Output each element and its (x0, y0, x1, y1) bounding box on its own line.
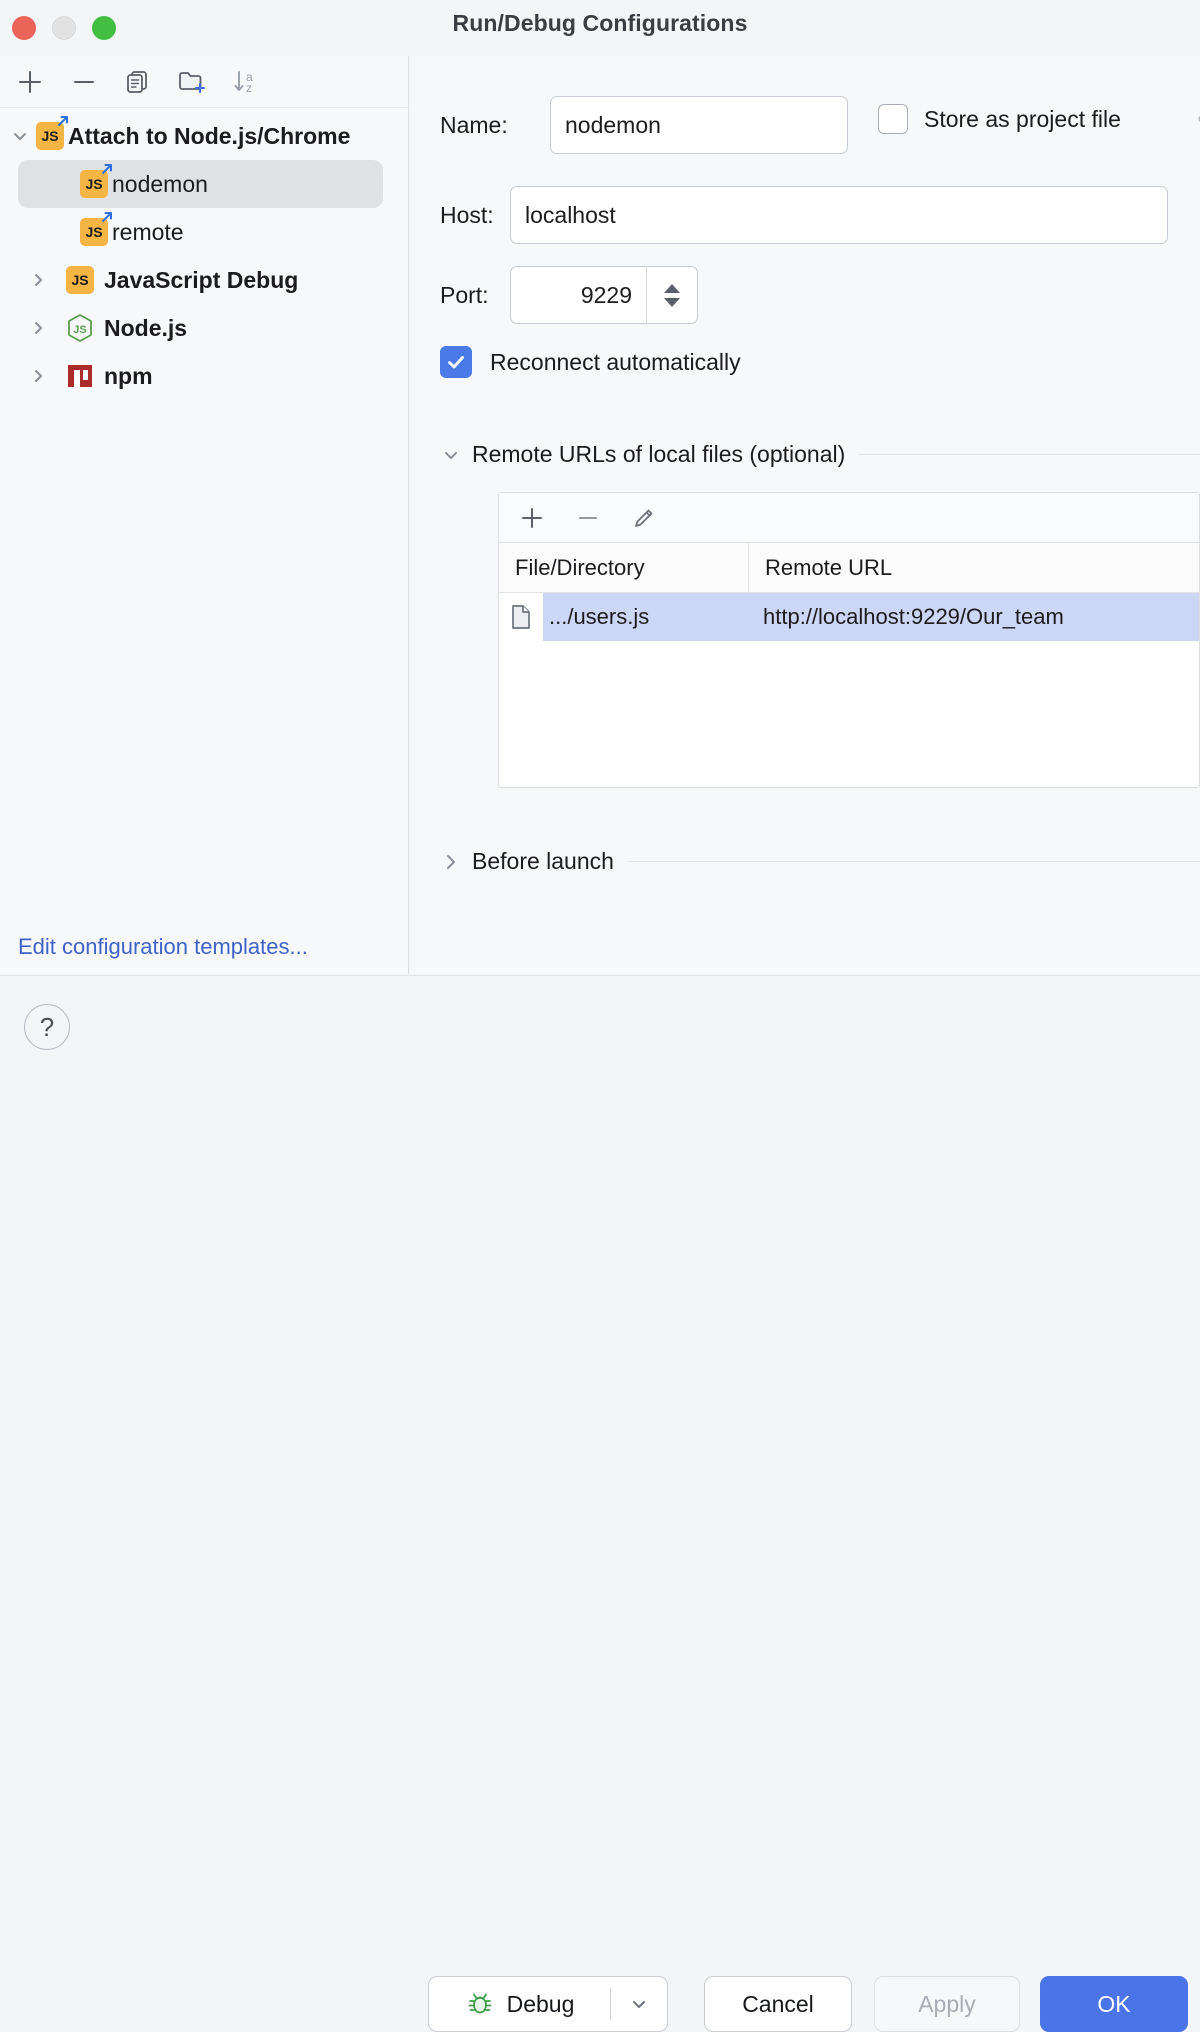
remote-urls-section-title: Remote URLs of local files (optional) (472, 441, 845, 468)
remote-urls-table: File/Directory Remote URL .../users.js h… (498, 492, 1200, 788)
table-header-row: File/Directory Remote URL (499, 543, 1199, 593)
tree-item-label: remote (112, 219, 184, 246)
remove-url-mapping-button[interactable] (571, 501, 605, 535)
section-divider (628, 861, 1200, 862)
tree-item-nodemon[interactable]: JS nodemon (18, 160, 383, 208)
port-stepper[interactable] (646, 266, 698, 324)
port-input[interactable] (510, 266, 646, 324)
host-field-row: Host: (440, 186, 1168, 244)
chevron-down-icon[interactable] (611, 1977, 667, 2031)
tree-item-nodejs[interactable]: JS Node.js (0, 304, 409, 352)
remote-arrow-icon (99, 161, 115, 180)
gear-icon[interactable] (1188, 104, 1200, 134)
remote-urls-section-header[interactable]: Remote URLs of local files (optional) (440, 441, 1200, 468)
sort-alphabetically-button[interactable]: a z (224, 62, 268, 102)
configurations-tree[interactable]: JS Attach to Node.js/Chrome JS nodemon J… (0, 112, 409, 400)
configurations-panel: a z JS Attach to Node.js/Chrome JS (0, 56, 409, 974)
add-configuration-button[interactable] (8, 62, 52, 102)
store-as-project-file-row[interactable]: Store as project file (878, 104, 1121, 134)
new-folder-button[interactable] (170, 62, 214, 102)
chevron-down-icon[interactable] (4, 126, 36, 146)
chevron-right-icon[interactable] (440, 851, 462, 873)
ok-button[interactable]: OK (1040, 1976, 1188, 2032)
add-url-mapping-button[interactable] (515, 501, 549, 535)
stepper-up-icon[interactable] (664, 284, 680, 293)
debug-button-main[interactable]: Debug (429, 1977, 610, 2031)
host-label: Host: (440, 202, 510, 229)
chevron-right-icon[interactable] (22, 318, 54, 338)
window-title: Run/Debug Configurations (0, 10, 1200, 37)
column-header-remote-url[interactable]: Remote URL (749, 543, 1199, 592)
dialog-footer: ? Debug Cancel Apply OK (0, 975, 1200, 1070)
tree-item-label: npm (104, 363, 153, 390)
npm-icon (66, 362, 94, 390)
svg-text:JS: JS (73, 324, 86, 336)
remove-configuration-button[interactable] (62, 62, 106, 102)
name-input[interactable] (550, 96, 848, 154)
help-button[interactable]: ? (24, 1004, 70, 1050)
file-icon (499, 593, 543, 641)
js-remote-icon: JS (36, 122, 64, 150)
name-field-row: Name: (440, 96, 848, 154)
cell-file-directory[interactable]: .../users.js (543, 593, 749, 641)
column-header-file-directory[interactable]: File/Directory (499, 543, 749, 592)
table-row[interactable]: .../users.js http://localhost:9229/Our_t… (499, 593, 1199, 641)
js-remote-icon: JS (80, 170, 108, 198)
tree-item-label: Attach to Node.js/Chrome (68, 123, 350, 150)
tree-item-npm[interactable]: npm (0, 352, 409, 400)
tree-item-label: Node.js (104, 315, 187, 342)
chevron-right-icon[interactable] (22, 366, 54, 386)
tree-item-label: nodemon (112, 171, 208, 198)
reconnect-automatically-label: Reconnect automatically (490, 349, 741, 376)
configuration-editor-panel: Name: Store as project file Host: Port: … (410, 56, 1200, 974)
apply-button: Apply (874, 1976, 1020, 2032)
reconnect-automatically-checkbox[interactable] (440, 346, 472, 378)
cancel-button[interactable]: Cancel (704, 1976, 852, 2032)
debug-button-label: Debug (507, 1991, 575, 2018)
tree-item-remote[interactable]: JS remote (0, 208, 409, 256)
js-icon: JS (66, 266, 94, 294)
copy-configuration-button[interactable] (116, 62, 160, 102)
section-divider (859, 454, 1200, 455)
remote-urls-toolbar (499, 493, 1199, 543)
tree-item-javascript-debug[interactable]: JS JavaScript Debug (0, 256, 409, 304)
tree-toolbar: a z (0, 56, 409, 108)
js-remote-icon: JS (80, 218, 108, 246)
svg-text:z: z (246, 81, 252, 95)
name-label: Name: (440, 112, 550, 139)
store-as-project-file-checkbox[interactable] (878, 104, 908, 134)
stepper-down-icon[interactable] (664, 298, 680, 307)
tree-item-attach-to-nodejs-chrome[interactable]: JS Attach to Node.js/Chrome (0, 112, 409, 160)
remote-arrow-icon (55, 113, 71, 132)
store-as-project-file-label: Store as project file (924, 106, 1121, 133)
bug-icon (465, 1989, 495, 2019)
host-input[interactable] (510, 186, 1168, 244)
window-titlebar: Run/Debug Configurations (0, 0, 1200, 56)
edit-configuration-templates-link[interactable]: Edit configuration templates... (18, 934, 308, 960)
chevron-down-icon[interactable] (440, 444, 462, 466)
chevron-right-icon[interactable] (22, 270, 54, 290)
port-field-row: Port: (440, 266, 698, 324)
remote-arrow-icon (99, 209, 115, 228)
tree-item-label: JavaScript Debug (104, 267, 298, 294)
before-launch-section-header[interactable]: Before launch (430, 848, 1200, 875)
nodejs-icon: JS (66, 313, 94, 343)
port-label: Port: (440, 282, 510, 309)
reconnect-automatically-row[interactable]: Reconnect automatically (440, 346, 741, 378)
before-launch-title: Before launch (472, 848, 614, 875)
edit-url-mapping-button[interactable] (627, 501, 661, 535)
cell-remote-url[interactable]: http://localhost:9229/Our_team (749, 593, 1199, 641)
debug-button[interactable]: Debug (428, 1976, 668, 2032)
